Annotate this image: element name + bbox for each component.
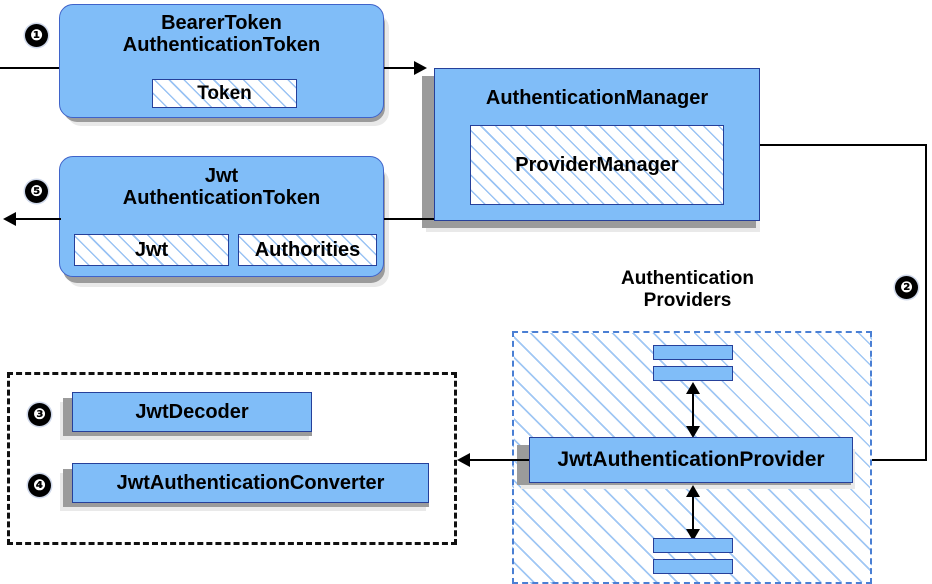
bearer-token-title-line2: AuthenticationToken	[122, 34, 321, 57]
provider-to-group-line	[470, 459, 529, 461]
bearer-to-manager-arrowhead	[414, 61, 427, 75]
authentication-providers-caption-line2: Providers	[643, 290, 732, 312]
jwt-token-inner-jwt-field: Jwt	[74, 234, 229, 266]
authentication-manager-title: AuthenticationManager	[485, 87, 709, 109]
step2-line-vertical	[925, 144, 927, 461]
step5-arrowhead	[3, 212, 16, 226]
step5-outgoing-line	[16, 218, 61, 220]
step-badge-3: ❸	[28, 403, 51, 426]
jwt-support-beans-region	[7, 372, 457, 545]
jwt-token-title-line2: AuthenticationToken	[122, 187, 321, 210]
provider-bottom-double-arrow-head-up	[686, 485, 700, 497]
step-badge-4: ❹	[28, 474, 51, 497]
authentication-providers-caption-line1: Authentication	[621, 268, 754, 289]
step-badge-5: ❺	[25, 180, 48, 203]
node-jwt-authentication-provider[interactable]: JwtAuthenticationProvider	[529, 437, 853, 483]
provider-stack-bar-top-1	[653, 345, 733, 360]
provider-stack-bar-bottom-1	[653, 538, 733, 553]
bearer-to-manager-line	[384, 67, 416, 69]
step-badge-1: ❶	[25, 24, 48, 47]
provider-stack-bar-top-2	[653, 366, 733, 381]
jwt-token-title-line1: Jwt	[204, 165, 239, 187]
provider-to-group-arrowhead	[457, 453, 470, 467]
step2-line-top	[760, 144, 927, 146]
provider-bottom-double-arrow-shaft	[692, 495, 694, 533]
bearer-token-inner-token-field: Token	[152, 79, 297, 108]
bearer-token-title-line1: BearerToken	[161, 12, 282, 34]
provider-top-double-arrow-shaft	[692, 392, 694, 430]
jwt-token-inner-authorities-field: Authorities	[238, 234, 377, 266]
authentication-providers-caption: Authentication Providers	[565, 268, 810, 313]
node-bearer-token-authentication-token[interactable]: BearerToken AuthenticationToken	[59, 4, 384, 118]
authentication-manager-inner-provider-manager: ProviderManager	[470, 125, 724, 205]
step2-line-bottom	[868, 459, 927, 461]
node-jwt-authentication-converter[interactable]: JwtAuthenticationConverter	[72, 463, 429, 503]
node-jwt-decoder[interactable]: JwtDecoder	[72, 392, 312, 432]
manager-to-jwt-token-line	[384, 218, 434, 220]
provider-top-double-arrow-head-down	[686, 426, 700, 438]
provider-stack-bar-bottom-2	[653, 559, 733, 574]
step-badge-2: ❷	[895, 276, 918, 299]
provider-top-double-arrow-head-up	[686, 382, 700, 394]
step1-incoming-line	[0, 67, 70, 69]
